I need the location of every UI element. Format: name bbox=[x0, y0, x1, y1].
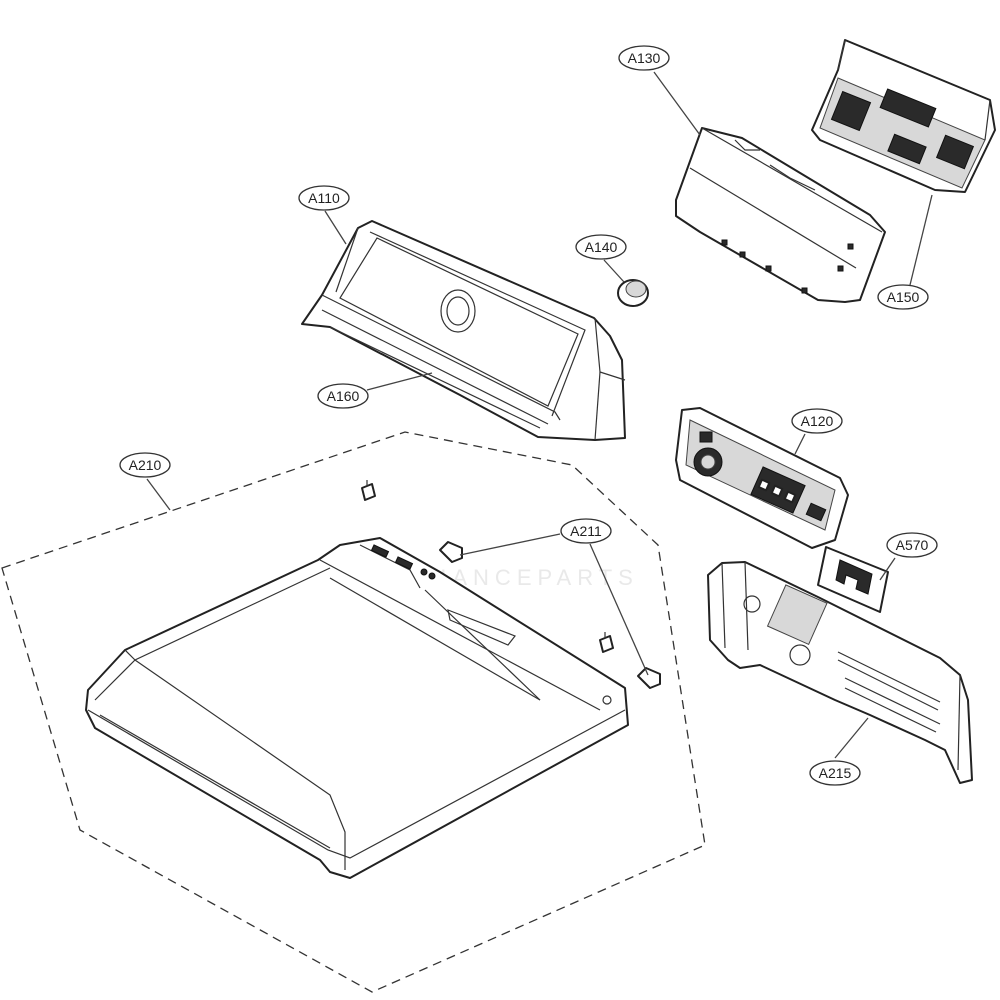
label-a150: A150 bbox=[877, 284, 929, 310]
top-lid-part bbox=[85, 537, 629, 879]
label-a110-text: A110 bbox=[308, 190, 340, 206]
leader-a210 bbox=[146, 478, 171, 511]
label-a211: A211 bbox=[560, 518, 612, 544]
label-a570: A570 bbox=[886, 532, 938, 558]
label-a211-text: A211 bbox=[570, 523, 602, 539]
control-panel-housing-part bbox=[301, 220, 626, 441]
label-a140-text: A140 bbox=[585, 239, 618, 255]
leader-a150 bbox=[909, 194, 933, 286]
label-a120: A120 bbox=[791, 408, 843, 434]
label-a210-text: A210 bbox=[129, 457, 162, 473]
leader-a215 bbox=[834, 717, 869, 759]
hinge-part bbox=[439, 541, 463, 563]
lid-assembly-boundary bbox=[1, 431, 706, 993]
main-pcb-part bbox=[675, 127, 886, 303]
leader-a211-right bbox=[589, 543, 649, 676]
screw-part-2 bbox=[599, 632, 614, 653]
label-a110: A110 bbox=[298, 185, 350, 211]
knob-part bbox=[617, 279, 649, 307]
leader-a120 bbox=[794, 433, 806, 455]
label-a130-text: A130 bbox=[628, 50, 661, 66]
small-panel-part bbox=[817, 546, 889, 613]
leader-a211-left bbox=[459, 533, 561, 556]
control-frame-part bbox=[707, 561, 973, 784]
leader-a140 bbox=[603, 259, 625, 283]
leader-a570 bbox=[879, 557, 896, 581]
leader-a110 bbox=[324, 210, 347, 245]
label-a120-text: A120 bbox=[801, 413, 834, 429]
label-a210: A210 bbox=[119, 452, 171, 478]
label-a215: A215 bbox=[809, 760, 861, 786]
hinge-part-2 bbox=[637, 667, 661, 689]
label-a160-text: A160 bbox=[327, 388, 360, 404]
leader-a130 bbox=[653, 71, 701, 136]
label-a140: A140 bbox=[575, 234, 627, 260]
label-a160: A160 bbox=[317, 383, 369, 409]
leader-a160 bbox=[366, 372, 433, 391]
label-a215-text: A215 bbox=[819, 765, 852, 781]
screw-part bbox=[361, 480, 376, 501]
sub-pcb-part bbox=[675, 407, 849, 549]
pcb-housing-part bbox=[811, 39, 996, 193]
label-a150-text: A150 bbox=[887, 289, 920, 305]
label-a570-text: A570 bbox=[896, 537, 929, 553]
label-a130: A130 bbox=[618, 45, 670, 71]
